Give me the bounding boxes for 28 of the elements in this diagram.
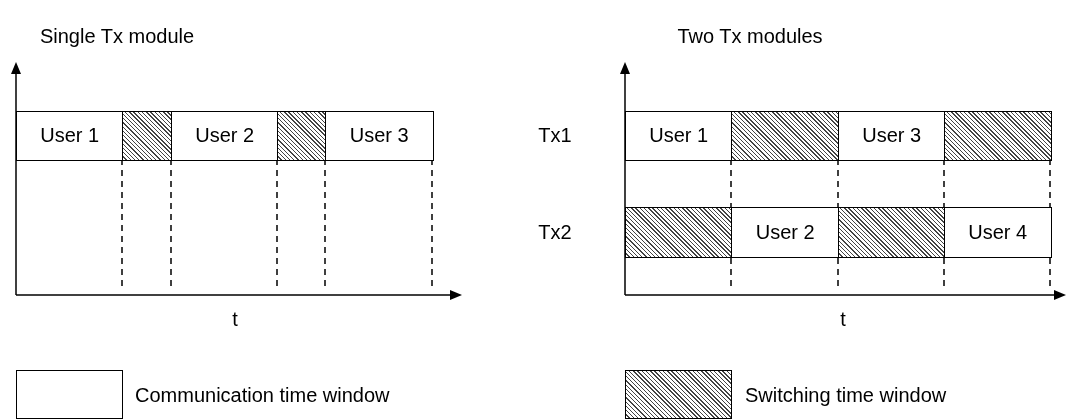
switching-window-block <box>731 111 840 161</box>
communication-window-block <box>625 111 733 161</box>
legend-text: Communication time window <box>135 383 390 407</box>
communication-window-block <box>731 207 840 258</box>
user-label: User 3 <box>862 124 922 148</box>
user-label: User 3 <box>349 124 409 148</box>
communication-window-block <box>171 111 279 161</box>
user-label: User 2 <box>755 220 815 244</box>
panel-title: Single Tx module <box>39 24 195 48</box>
legend-text: Switching time window <box>745 383 947 407</box>
communication-window-block <box>16 111 124 161</box>
user-label: User 4 <box>968 220 1028 244</box>
switching-window-block <box>838 207 946 258</box>
switching-window-block <box>625 207 733 258</box>
axis-label: t <box>840 307 846 331</box>
user-label: User 2 <box>195 124 255 148</box>
switching-window-block <box>944 111 1052 161</box>
switching-window-block <box>277 111 327 161</box>
communication-window-block <box>325 111 434 161</box>
switching-window-block <box>122 111 173 161</box>
communication-window-block <box>944 207 1052 258</box>
user-label: User 1 <box>40 124 100 148</box>
panel-title: Two Tx modules <box>677 24 823 48</box>
row-label: Tx1 <box>538 123 572 147</box>
axis-label: t <box>232 307 238 331</box>
row-label: Tx2 <box>538 220 572 244</box>
user-label: User 1 <box>649 124 709 148</box>
communication-window-block <box>838 111 946 161</box>
